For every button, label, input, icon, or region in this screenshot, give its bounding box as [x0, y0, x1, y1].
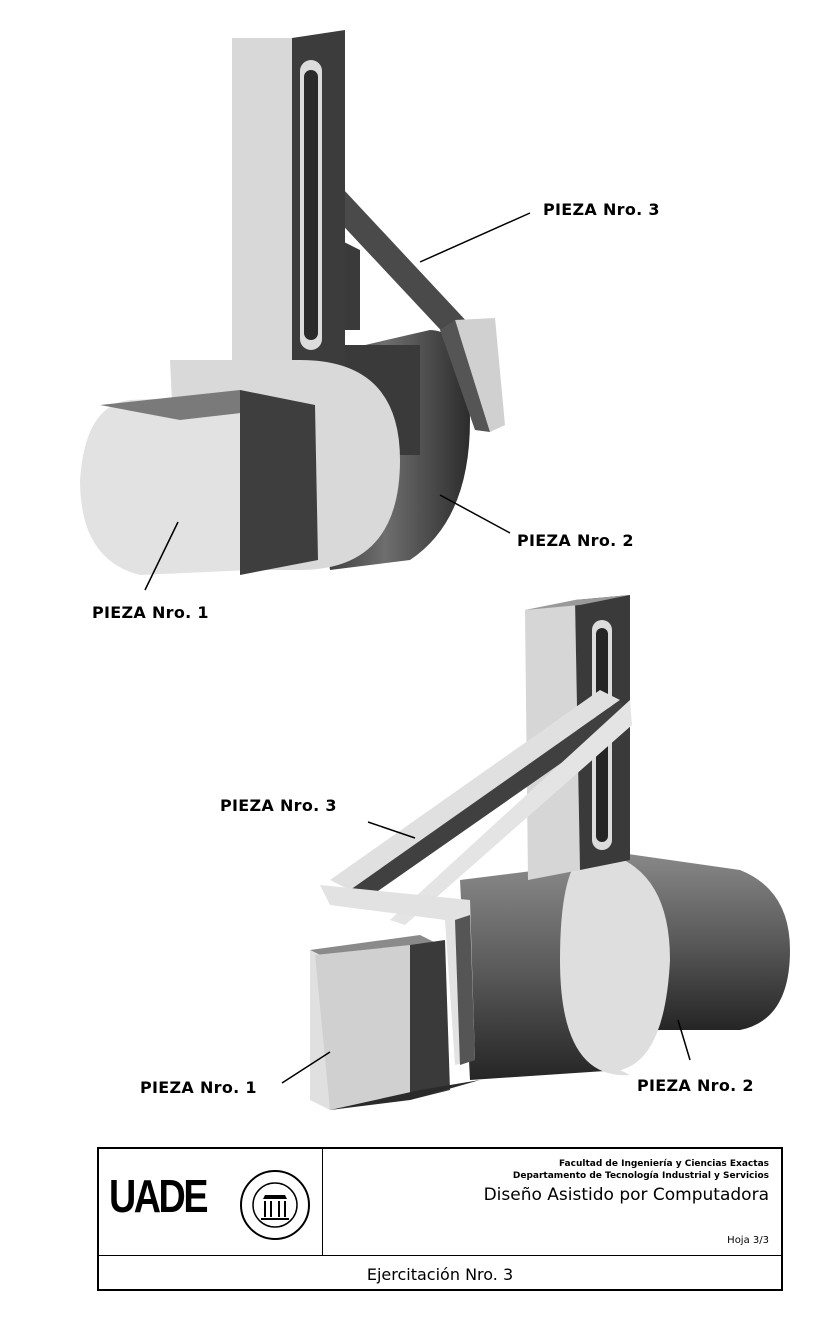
title-block-divider-horizontal — [99, 1255, 781, 1256]
leader-lines — [144, 212, 691, 1084]
faculty-name: Facultad de Ingeniería y Ciencias Exacta… — [558, 1159, 769, 1169]
top-piece-1-base — [80, 360, 400, 575]
bottom-label-piece-2: PIEZA Nro. 2 — [637, 1076, 754, 1095]
title-block-divider-vertical — [322, 1149, 323, 1255]
top-label-piece-3: PIEZA Nro. 3 — [543, 200, 660, 219]
top-assembly-illustration — [80, 30, 790, 1110]
university-seal-icon — [240, 1170, 310, 1240]
bottom-piece-2-cylinder — [460, 850, 790, 1080]
uade-logo: UADE — [109, 1170, 209, 1222]
top-piece-1-upright — [232, 30, 345, 378]
bottom-piece-3-brace — [320, 690, 632, 1065]
course-title: Diseño Asistido por Computadora — [483, 1185, 769, 1205]
department-name: Departamento de Tecnología Industrial y … — [512, 1171, 769, 1181]
exercise-title: Ejercitación Nro. 3 — [366, 1265, 514, 1284]
bottom-label-piece-3: PIEZA Nro. 3 — [220, 796, 337, 815]
title-block: UADE Facultad de Ingeniería y Ciencias E… — [97, 1147, 783, 1291]
bottom-piece-1-base — [310, 935, 480, 1110]
top-label-piece-2: PIEZA Nro. 2 — [517, 531, 634, 550]
sheet-number: Hoja 3/3 — [727, 1235, 769, 1246]
top-label-piece-1: PIEZA Nro. 1 — [92, 603, 209, 622]
bottom-label-piece-1: PIEZA Nro. 1 — [140, 1078, 257, 1097]
